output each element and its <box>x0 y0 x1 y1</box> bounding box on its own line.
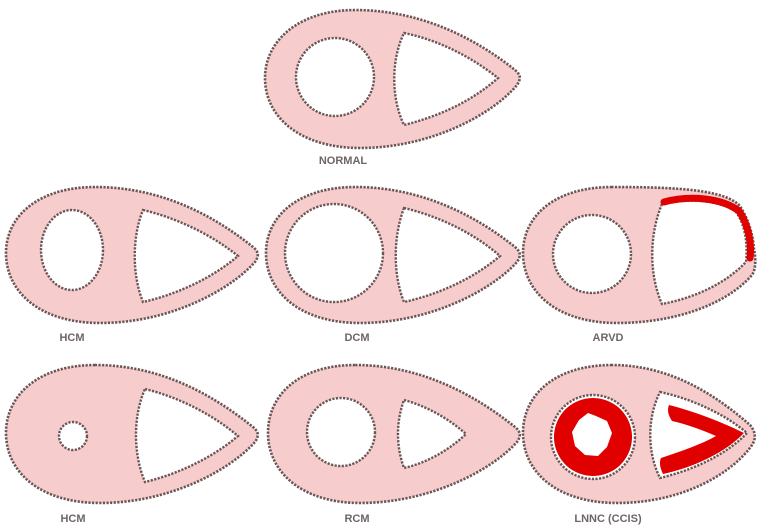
panel-rcm: RCM <box>268 365 520 525</box>
panel-dcm: DCM <box>266 187 520 344</box>
heart-outline <box>268 365 520 503</box>
label-hcm-concentric: HCM <box>60 513 85 525</box>
label-lvnc: LNNC (CCIS) <box>574 513 642 525</box>
left-ventricle-cavity <box>59 422 87 450</box>
left-ventricle-cavity <box>41 210 103 290</box>
panel-lvnc: LNNC (CCIS) <box>523 365 755 525</box>
panel-normal: NORMAL <box>265 10 520 167</box>
panel-hcm-concentric: HCM <box>6 365 258 525</box>
label-arvd: ARVD <box>593 332 624 344</box>
panel-arvd: ARVD <box>523 187 755 344</box>
left-ventricle-cavity <box>307 398 375 466</box>
label-hcm: HCM <box>59 332 84 344</box>
left-ventricle-cavity <box>553 215 631 293</box>
label-normal: NORMAL <box>319 155 368 167</box>
left-ventricle-cavity <box>285 204 383 302</box>
left-ventricle-cavity <box>296 38 374 116</box>
label-rcm: RCM <box>344 513 369 525</box>
panel-hcm: HCM <box>6 187 258 344</box>
label-dcm: DCM <box>344 332 369 344</box>
